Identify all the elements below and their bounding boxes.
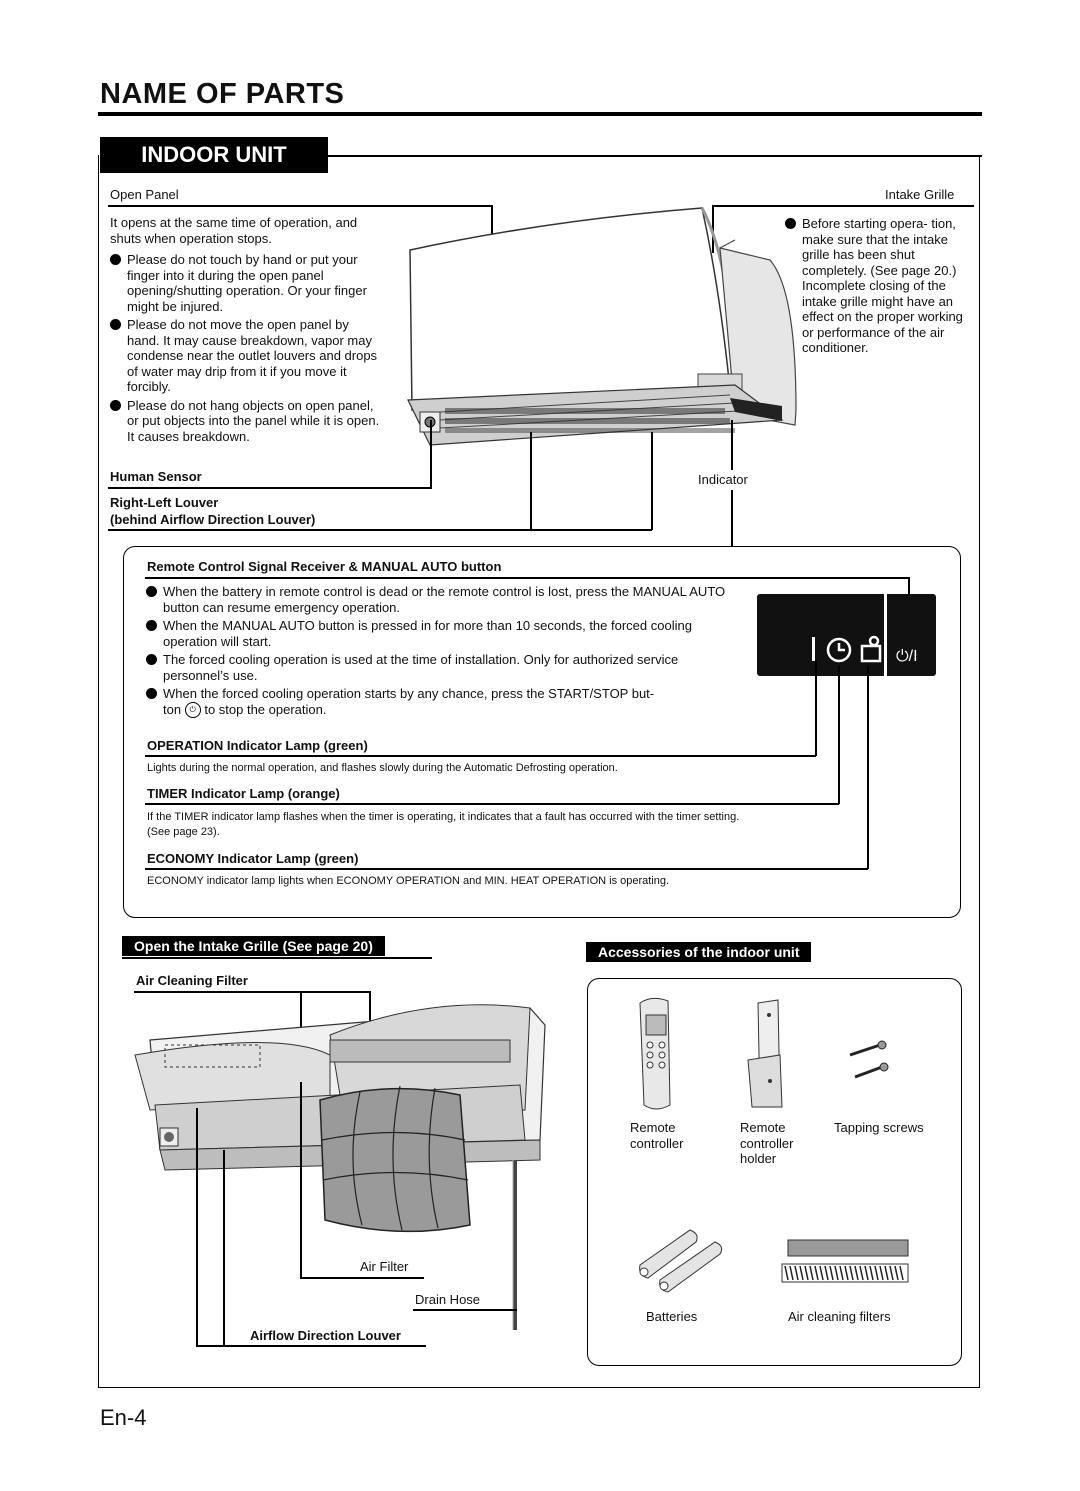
indoor-unit-illustration <box>407 207 797 446</box>
airflow-louver-leader-v2 <box>223 1150 225 1346</box>
timer-lamp-icon <box>826 637 852 663</box>
bullet-dot-icon <box>146 654 157 665</box>
batteries-label: Batteries <box>646 1309 698 1324</box>
bullet-dot-icon <box>146 620 157 631</box>
indicator-detail-box <box>123 546 961 918</box>
air-cleaning-filter-leader-v2 <box>369 991 371 1043</box>
operation-lamp-icon <box>812 637 815 661</box>
behind-louver-label: (behind Airflow Direction Louver) <box>110 512 316 527</box>
indicator-panel <box>757 594 936 676</box>
indicator-leader-top <box>731 420 733 470</box>
bullet-item: When the MANUAL AUTO button is pressed i… <box>146 618 736 649</box>
drain-hose-leader <box>413 1309 517 1311</box>
airflow-louver-leader <box>196 1345 426 1347</box>
human-sensor-leader-v <box>430 420 432 488</box>
remote-holder-icon <box>747 999 783 1108</box>
airflow-louver-leader-v1 <box>196 1108 198 1346</box>
operation-lamp-leader <box>145 755 816 757</box>
bullet-item: Please do not move the open panel by han… <box>110 317 385 395</box>
economy-lamp-leader-v <box>867 666 869 869</box>
timer-lamp-desc: If the TIMER indicator lamp flashes when… <box>147 811 740 838</box>
human-sensor-leader <box>108 487 432 489</box>
human-sensor-label: Human Sensor <box>110 469 202 484</box>
page-title: NAME OF PARTS <box>100 78 345 110</box>
remote-controller-icon <box>639 997 671 1110</box>
air-cleaning-filters-label: Air cleaning filters <box>788 1309 891 1324</box>
airflow-louver-label: Airflow Direction Louver <box>250 1328 401 1343</box>
economy-lamp-label: ECONOMY Indicator Lamp (green) <box>147 851 359 866</box>
air-filter-leader <box>300 1277 424 1279</box>
title-rule <box>98 112 982 116</box>
intake-grille-leader <box>712 205 974 207</box>
panel-icons <box>826 635 882 663</box>
bullet-dot-icon <box>146 688 157 699</box>
remote-and-holder-illustration <box>639 997 889 1110</box>
intake-grille-section-title: Open the Intake Grille (See page 20) <box>122 936 385 956</box>
bullet-item: Please do not touch by hand or put your … <box>110 252 385 314</box>
timer-lamp-leader <box>145 803 839 805</box>
section-tab-indoor-unit: INDOOR UNIT <box>100 137 328 173</box>
remote-holder-label: Remote controller holder <box>740 1120 794 1166</box>
timer-lamp-label: TIMER Indicator Lamp (orange) <box>147 786 340 801</box>
open-grille-illustration <box>134 1004 546 1330</box>
bullet-item: The forced cooling operation is used at … <box>146 652 736 683</box>
economy-lamp-icon <box>860 635 882 663</box>
air-cleaning-filter-leader-v1 <box>300 991 302 1051</box>
bullet-item: When the forced cooling operation starts… <box>146 686 736 719</box>
intake-grille-note: Before starting opera- tion, make sure t… <box>785 216 970 356</box>
economy-lamp-leader <box>145 868 868 870</box>
indicator-leader-bottom <box>731 490 733 546</box>
operation-lamp-leader-v <box>815 660 817 756</box>
panel-divider <box>884 594 887 676</box>
open-panel-intro: It opens at the same time of operation, … <box>110 215 358 246</box>
right-left-louver-label: Right-Left Louver <box>110 495 219 510</box>
air-filter-label: Air Filter <box>360 1259 409 1274</box>
bullet-dot-icon <box>785 218 796 229</box>
start-stop-icon: ⏻/I <box>896 648 918 665</box>
batteries-icon <box>639 1229 723 1293</box>
timer-lamp-leader-v <box>838 666 840 804</box>
receiver-label: Remote Control Signal Receiver & MANUAL … <box>147 559 502 574</box>
air-cleaning-filter-leader <box>134 991 370 993</box>
drain-hose-label: Drain Hose <box>415 1292 481 1307</box>
content-frame <box>98 155 980 1388</box>
air-cleaning-filters-icon <box>781 1239 909 1283</box>
operation-lamp-desc: Lights during the normal operation, and … <box>147 762 618 774</box>
bullet-item: When the battery in remote control is de… <box>146 584 736 615</box>
louver-leader <box>108 529 652 531</box>
air-filter-leader-v <box>300 1082 302 1278</box>
bullet-dot-icon <box>146 586 157 597</box>
receiver-leader <box>145 577 909 579</box>
frame-top-rule <box>328 155 982 157</box>
open-panel-bullets: Please do not touch by hand or put your … <box>110 252 385 444</box>
louver-leader-v2 <box>651 432 653 530</box>
intake-grille-label: Intake Grille <box>885 187 955 202</box>
intake-section-rule <box>122 957 432 959</box>
operation-lamp-label: OPERATION Indicator Lamp (green) <box>147 738 368 753</box>
batteries-and-filters-illustration <box>639 1229 909 1293</box>
page-number: En-4 <box>100 1405 147 1430</box>
tapping-screws-icon <box>849 1040 889 1079</box>
remote-controller-label: Remote controller <box>630 1120 684 1151</box>
bullet-item: Please do not hang objects on open panel… <box>110 398 385 445</box>
open-panel-label: Open Panel <box>110 187 179 202</box>
start-stop-button-icon: ⏻ <box>184 702 201 719</box>
indicator-label: Indicator <box>698 472 748 487</box>
accessories-box <box>587 978 962 1366</box>
tapping-screws-label: Tapping screws <box>834 1120 924 1135</box>
accessories-section-title: Accessories of the indoor unit <box>586 942 812 962</box>
economy-lamp-desc: ECONOMY indicator lamp lights when ECONO… <box>147 875 670 887</box>
air-cleaning-filter-label: Air Cleaning Filter <box>136 973 248 988</box>
louver-leader-v1 <box>530 432 532 530</box>
open-panel-leader <box>108 205 492 207</box>
bullet-dot-icon <box>110 254 121 265</box>
bullet-dot-icon <box>110 399 121 411</box>
receiver-bullets: When the battery in remote control is de… <box>146 584 736 719</box>
bullet-dot-icon <box>110 319 121 330</box>
